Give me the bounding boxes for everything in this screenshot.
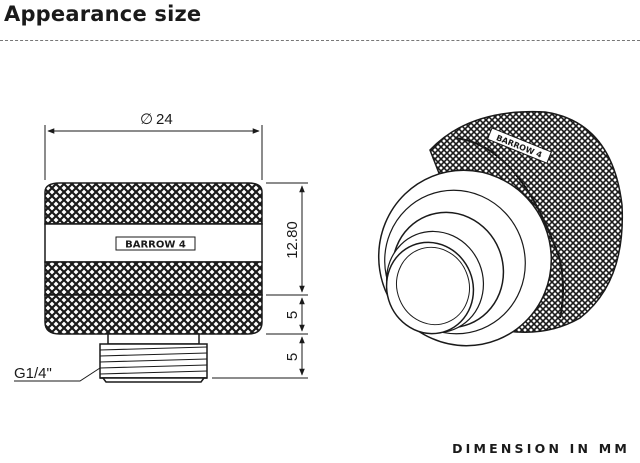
title-divider — [0, 40, 640, 41]
upper-knurl-band — [44, 182, 263, 225]
height-dimensions — [212, 182, 308, 379]
height-thread-value: 5 — [284, 353, 301, 361]
height-middle-value: 5 — [284, 311, 301, 319]
front-brand-text: BARROW 4 — [125, 240, 186, 251]
diameter-value: 24 — [156, 111, 173, 128]
unit-note: DIMENSION IN MM — [452, 441, 630, 456]
page-title: Appearance size — [4, 2, 202, 26]
lower-knurl-band — [44, 261, 263, 335]
perspective-view — [377, 110, 624, 347]
front-brand-logo: BARROW 4 — [115, 236, 196, 251]
perspective-tube-end — [385, 241, 475, 335]
thread-callout — [14, 367, 101, 382]
thread-section — [99, 333, 208, 383]
diameter-dimension — [44, 125, 263, 180]
height-upper-value: 12.80 — [284, 221, 301, 259]
thread-label: G1/4" — [14, 365, 52, 382]
front-view — [44, 182, 263, 383]
diameter-symbol: ∅ — [140, 111, 153, 128]
